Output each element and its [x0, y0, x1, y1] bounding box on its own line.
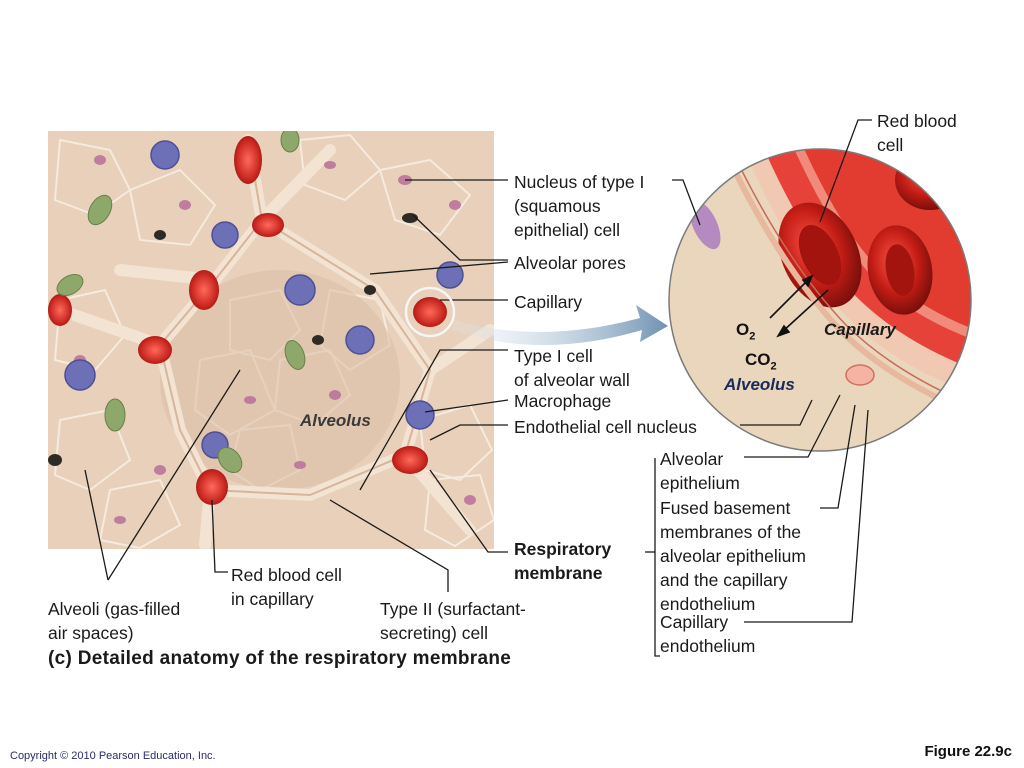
leader-lines	[84, 179, 509, 592]
rbc-in-capillary-label: Red blood cell in capillary	[231, 565, 342, 609]
co2-label: CO2	[745, 350, 777, 373]
type1-cell-label: Type I cell of alveolar wall	[514, 346, 630, 390]
fused-basement-label: Fused basement membranes of the alveolar…	[660, 498, 806, 614]
o2-label: O2	[736, 320, 756, 343]
alveolus-left-label: Alveolus	[300, 411, 371, 430]
alveoli-label: Alveoli (gas-filled air spaces)	[48, 599, 181, 643]
alveolar-pore-holes	[48, 213, 418, 466]
figure-caption: (c) Detailed anatomy of the respiratory …	[48, 648, 512, 669]
capillary-endothelium-label: Capillary endothelium	[660, 612, 756, 656]
red-blood-cell-label: Red blood cell	[877, 111, 957, 155]
alveolar-epithelium-label: Alveolar epithelium	[660, 449, 740, 493]
macrophage-label: Macrophage	[514, 391, 612, 411]
type2-cell-label: Type II (surfactant- secreting) cell	[380, 599, 526, 643]
inset-border	[668, 148, 972, 452]
capillary-cross-sections	[48, 136, 447, 505]
copyright-text: Copyright © 2010 Pearson Education, Inc.	[10, 750, 216, 762]
inset-detail	[669, 149, 971, 451]
alveoli-tissue-illustration	[48, 131, 494, 549]
inset-leader-lines	[645, 119, 872, 657]
macrophage-cells	[64, 140, 464, 459]
endothelial-nucleus-label: Endothelial cell nucleus	[514, 417, 697, 437]
gas-exchange-arrows	[769, 274, 829, 338]
alveolus-inset-label: Alveolus	[724, 375, 795, 394]
capillary-inset-label: Capillary	[824, 320, 896, 339]
figure-number: Figure 22.9c	[924, 743, 1012, 760]
zoom-arrow	[452, 305, 668, 345]
capillary-label: Capillary	[514, 292, 583, 312]
alveolar-pores-label: Alveolar pores	[514, 253, 626, 273]
nucleus-type1-label: Nucleus of type I (squamous epithelial) …	[514, 172, 645, 240]
type-2-cells	[56, 131, 306, 474]
respiratory-membrane-label: Respiratory membrane	[514, 539, 612, 583]
magnify-circle	[404, 286, 456, 338]
